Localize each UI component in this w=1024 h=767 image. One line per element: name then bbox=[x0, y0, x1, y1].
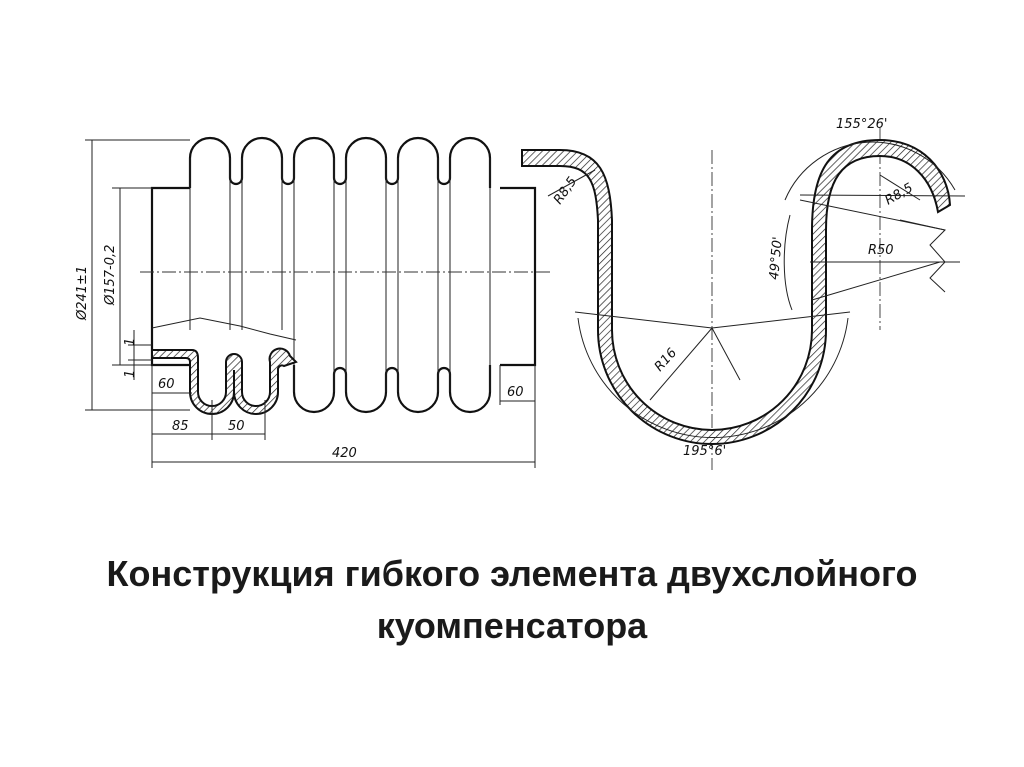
angle-side-label: 49°50' bbox=[767, 236, 786, 280]
bellows-drawing: Ø241±1 Ø157-0,2 1 1 60 60 85 50 420 bbox=[75, 117, 966, 470]
angle-bottom-label: 195°6' bbox=[683, 444, 726, 459]
radius-small-right-label: R8,5 bbox=[883, 181, 916, 209]
construction-lines bbox=[547, 169, 966, 401]
wall-thickness-label-top: 1 bbox=[123, 338, 138, 346]
total-length-label: 420 bbox=[332, 446, 357, 461]
slide-title-line-2: куомпенсатора bbox=[376, 605, 648, 646]
convolution-outline-top bbox=[188, 136, 492, 188]
slide-title-line-1: Конструкция гибкого элемента двухслойног… bbox=[106, 553, 918, 594]
first-offset-label: 85 bbox=[172, 419, 189, 434]
left-sleeve bbox=[150, 186, 190, 367]
radius-small-left-label: R8,5 bbox=[551, 174, 580, 207]
side-angle-arc bbox=[783, 214, 793, 311]
angle-top-label: 155°26' bbox=[836, 117, 887, 132]
bellows-side-view: Ø241±1 Ø157-0,2 1 1 60 60 85 50 420 bbox=[75, 136, 550, 468]
corrugation-section-view: R8,5 R8,5 R16 R50 155°26' 49°50' 195°6' bbox=[521, 117, 966, 470]
convolution-lines bbox=[189, 158, 491, 392]
right-sleeve bbox=[500, 186, 537, 367]
outer-diameter-label: Ø241±1 bbox=[75, 266, 90, 321]
inner-diameter-label: Ø157-0,2 bbox=[103, 245, 118, 306]
profile-wall bbox=[521, 138, 952, 445]
slide-title: Конструкция гибкого элемента двухслойног… bbox=[0, 548, 1024, 652]
pitch-label: 50 bbox=[228, 419, 245, 434]
convolution-outline-bottom bbox=[292, 365, 492, 414]
section-wall bbox=[151, 347, 298, 415]
section-cut-line bbox=[151, 317, 297, 341]
end-length-right-label: 60 bbox=[507, 385, 524, 400]
top-angle-arc bbox=[784, 141, 956, 201]
bottom-angle-arc bbox=[577, 317, 849, 438]
end-length-left-label: 60 bbox=[158, 377, 175, 392]
radius-outer-label: R50 bbox=[868, 243, 894, 258]
wall-thickness-label-bottom: 1 bbox=[123, 370, 138, 378]
